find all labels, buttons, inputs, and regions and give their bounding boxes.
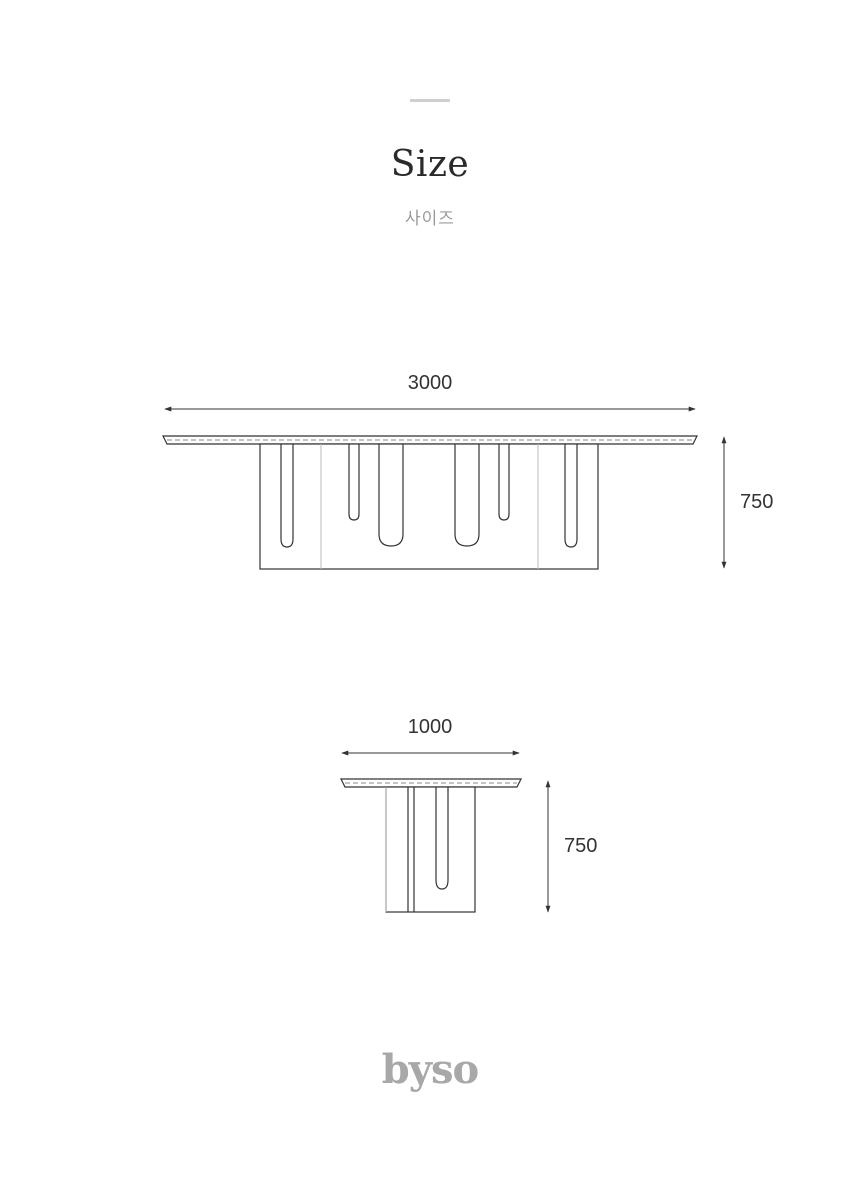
front-view: [162, 406, 727, 570]
side-width-label: 1000: [407, 716, 453, 738]
front-width-label: 3000: [407, 372, 453, 394]
side-view: [340, 750, 551, 913]
side-tabletop: [340, 778, 522, 788]
brand-logo: byso: [381, 1046, 479, 1093]
page-subtitle: 사이즈: [405, 209, 455, 229]
front-tabletop: [162, 435, 698, 445]
title-divider: [410, 99, 450, 102]
side-height-label: 750: [564, 835, 598, 857]
page-title: Size: [390, 144, 470, 185]
front-base: [259, 443, 599, 570]
side-base: [385, 786, 476, 913]
front-height-label: 750: [740, 491, 774, 513]
